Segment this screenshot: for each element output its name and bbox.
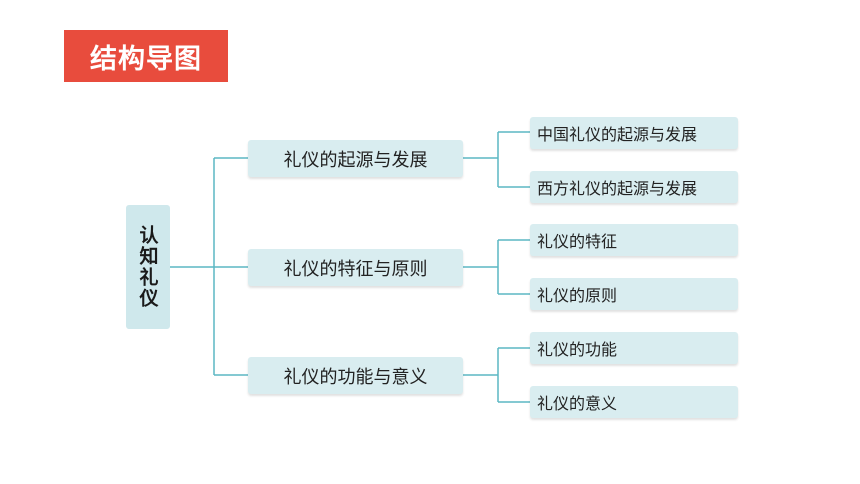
root-node: 认知礼仪 — [126, 205, 170, 329]
leaf-node-principles: 礼仪的原则 — [530, 278, 738, 310]
branch-node-origin: 礼仪的起源与发展 — [248, 140, 463, 177]
leaf-node-western-origin: 西方礼仪的起源与发展 — [530, 171, 738, 203]
leaf-node-meaning: 礼仪的意义 — [530, 386, 738, 418]
leaf-node-functions: 礼仪的功能 — [530, 332, 738, 364]
leaf-node-chinese-origin: 中国礼仪的起源与发展 — [530, 117, 738, 149]
page-title: 结构导图 — [64, 30, 228, 82]
branch-node-features: 礼仪的特征与原则 — [248, 249, 463, 286]
branch-node-functions: 礼仪的功能与意义 — [248, 357, 463, 394]
leaf-node-features: 礼仪的特征 — [530, 224, 738, 256]
